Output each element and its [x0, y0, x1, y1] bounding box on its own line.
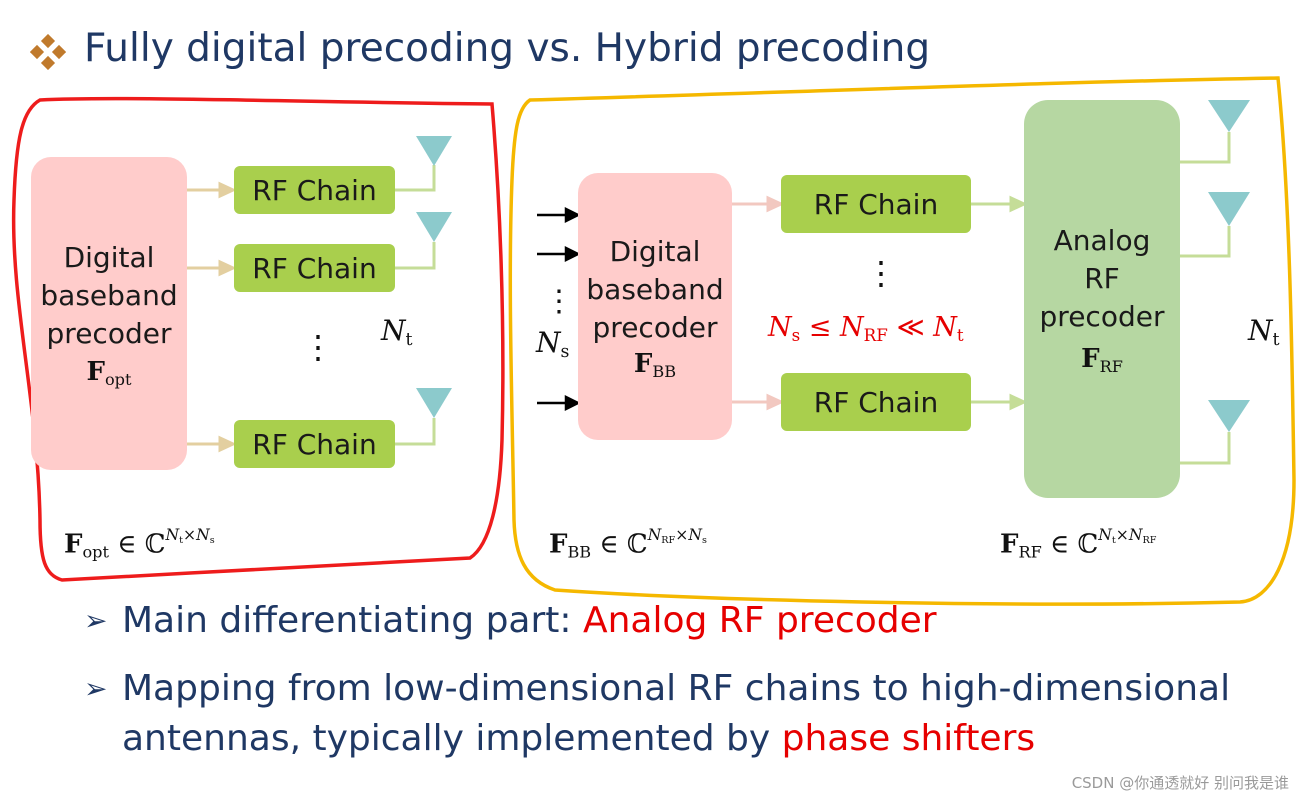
baseband-line2: baseband — [586, 272, 724, 306]
antenna-icon — [416, 136, 452, 166]
bullet-2-line-2: antennas, typically implemented by phase… — [122, 718, 1035, 759]
right-rf-chain-2: RF Chain — [781, 373, 971, 431]
antenna-icon — [1208, 400, 1250, 432]
right-rf-chain-1: RF Chain — [781, 175, 971, 233]
bb-equation: FBB ∈ ℂNRF×Ns — [549, 526, 707, 562]
bullet-arrow-icon: ➢ — [84, 672, 108, 705]
baseband-line3: precoder — [592, 310, 718, 344]
bullet-arrow-icon: ➢ — [84, 604, 108, 637]
bullet-1-text: Main differentiating part: — [122, 600, 583, 641]
baseband-symbol: Fopt — [86, 356, 132, 389]
baseband-line3: precoder — [46, 316, 172, 350]
left-baseband-precoder-box: Digital baseband precoder Fopt — [31, 157, 187, 470]
left-rf-chain-3: RF Chain — [234, 420, 395, 468]
baseband-symbol: FBB — [633, 348, 677, 381]
left-antenna-count-label: Nt — [381, 314, 413, 351]
bullet-1-highlight: Analog RF precoder — [582, 600, 937, 641]
left-equation: Fopt ∈ ℂNt×Ns — [64, 526, 215, 562]
left-rf-chain-1: RF Chain — [234, 166, 395, 214]
left-vertical-dots: ⋮ — [302, 328, 334, 366]
antenna-icon — [1208, 192, 1250, 226]
bullet-2-highlight: phase shifters — [781, 718, 1036, 759]
input-arrows — [537, 206, 581, 412]
analog-rf-precoder-box: Analog RF precoder FRF — [1024, 100, 1180, 498]
analog-line2: RF — [1084, 262, 1120, 296]
watermark: CSDN @你通透就好 别问我是谁 — [1071, 774, 1289, 792]
right-baseband-precoder-box: Digital baseband precoder FBB — [578, 173, 732, 440]
right-panel-outline — [508, 76, 1296, 606]
left-panel-outline — [11, 96, 505, 582]
bullet-1: Main differentiating part: Analog RF pre… — [122, 600, 937, 641]
right-vertical-dots: ⋮ — [865, 254, 897, 292]
antenna-icon — [416, 212, 452, 242]
slide-title: Fully digital precoding vs. Hybrid preco… — [84, 26, 931, 71]
baseband-line2: baseband — [40, 278, 178, 312]
input-stream-label: Ns — [536, 326, 570, 363]
antenna-icon — [416, 388, 452, 418]
right-antennas — [1208, 100, 1250, 432]
left-antennas — [416, 136, 452, 418]
baseband-line1: Digital — [63, 240, 155, 274]
left-rf-chain-2: RF Chain — [234, 244, 395, 292]
dimension-constraint: Ns ≤ NRF ≪ Nt — [768, 312, 964, 346]
analog-symbol: FRF — [1081, 344, 1123, 376]
input-vertical-dots: ⋮ — [544, 284, 574, 319]
rf-equation: FRF ∈ ℂNt×NRF — [1000, 526, 1157, 562]
bullet-2-line-1: Mapping from low-dimensional RF chains t… — [122, 668, 1231, 709]
right-antenna-count-label: Nt — [1248, 314, 1280, 351]
analog-line3: precoder — [1039, 300, 1165, 334]
antenna-icon — [1208, 100, 1250, 132]
bullet-2-text: antennas, typically implemented by — [122, 718, 782, 759]
analog-line1: Analog — [1053, 224, 1151, 258]
diamond-bullet-icon — [30, 34, 66, 70]
baseband-line1: Digital — [609, 234, 701, 268]
